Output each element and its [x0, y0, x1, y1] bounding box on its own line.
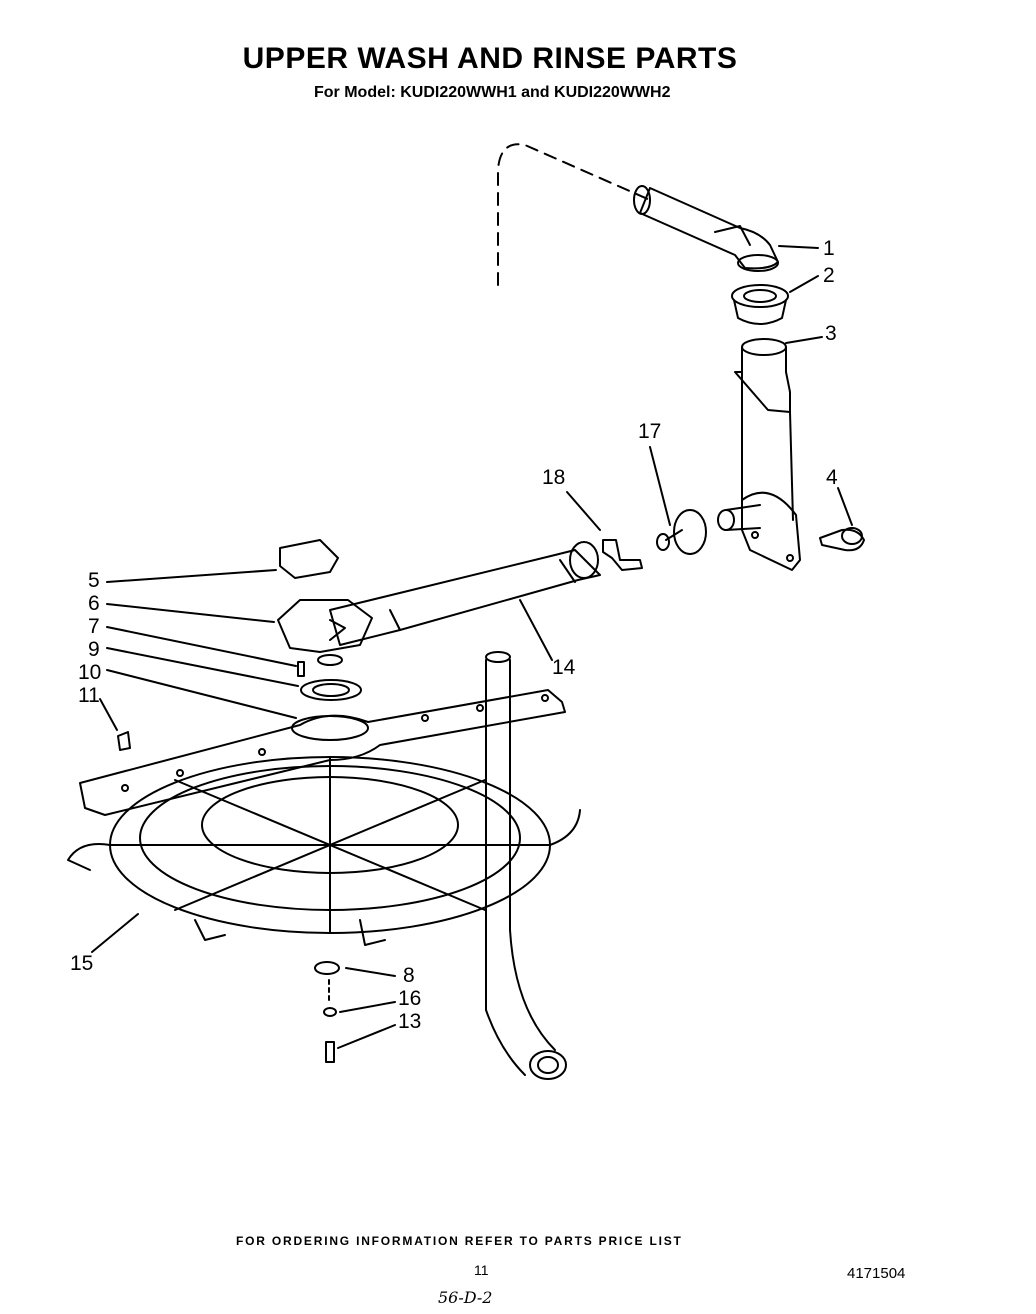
callout-2: 2: [823, 264, 835, 287]
callout-9: 9: [88, 638, 100, 661]
page-number: 11: [474, 1262, 489, 1278]
dashed-tube-path: [497, 143, 651, 286]
part-4-cap: [819, 527, 865, 552]
part-11-clip: [117, 731, 131, 751]
part-7-screw: [297, 661, 305, 677]
part-2-gasket: [731, 284, 789, 325]
part-17-fitting: [656, 509, 707, 555]
part-6-housing: [277, 599, 373, 653]
callout-5: 5: [88, 569, 100, 592]
leader-lines: [91, 245, 853, 1049]
callout-15: 15: [70, 952, 93, 975]
part-16-nut: [323, 1007, 337, 1017]
callout-11: 11: [78, 684, 100, 707]
tube-end-opening: [529, 1050, 567, 1080]
model-subtitle: For Model: KUDI220WWH1 and KUDI220WWH2: [314, 84, 671, 101]
page-title: UPPER WASH AND RINSE PARTS: [242, 42, 738, 75]
callout-8: 8: [403, 964, 415, 987]
callout-16: 16: [398, 987, 421, 1010]
connector-tube: [717, 504, 761, 531]
part-15-rack: [67, 756, 581, 946]
callout-14: 14: [552, 656, 576, 679]
callout-17: 17: [638, 420, 661, 443]
callout-4: 4: [826, 466, 838, 489]
part-10-ring: [300, 679, 362, 701]
callout-13: 13: [398, 1010, 421, 1033]
part-1-elbow: [633, 185, 779, 272]
handwritten-note: 56-D-2: [438, 1288, 493, 1307]
vertical-feed-tube: [485, 651, 567, 1080]
spray-arm: [79, 689, 566, 816]
callout-1: 1: [823, 237, 835, 260]
callout-3: 3: [825, 322, 837, 345]
part-8-washer: [314, 961, 340, 975]
part-18-clip: [602, 539, 643, 571]
document-number: 4171504: [847, 1265, 906, 1282]
ordering-note: FOR ORDERING INFORMATION REFER TO PARTS …: [236, 1234, 683, 1248]
part-14-conduit: [329, 541, 601, 646]
callout-7: 7: [88, 615, 100, 638]
part-9-washer: [317, 654, 343, 666]
part-5-bearing: [279, 539, 339, 579]
part-13-screw: [325, 1041, 335, 1063]
callout-10: 10: [78, 661, 101, 684]
part-3-manifold: [734, 338, 801, 571]
callout-6: 6: [88, 592, 100, 615]
callout-18: 18: [542, 466, 565, 489]
